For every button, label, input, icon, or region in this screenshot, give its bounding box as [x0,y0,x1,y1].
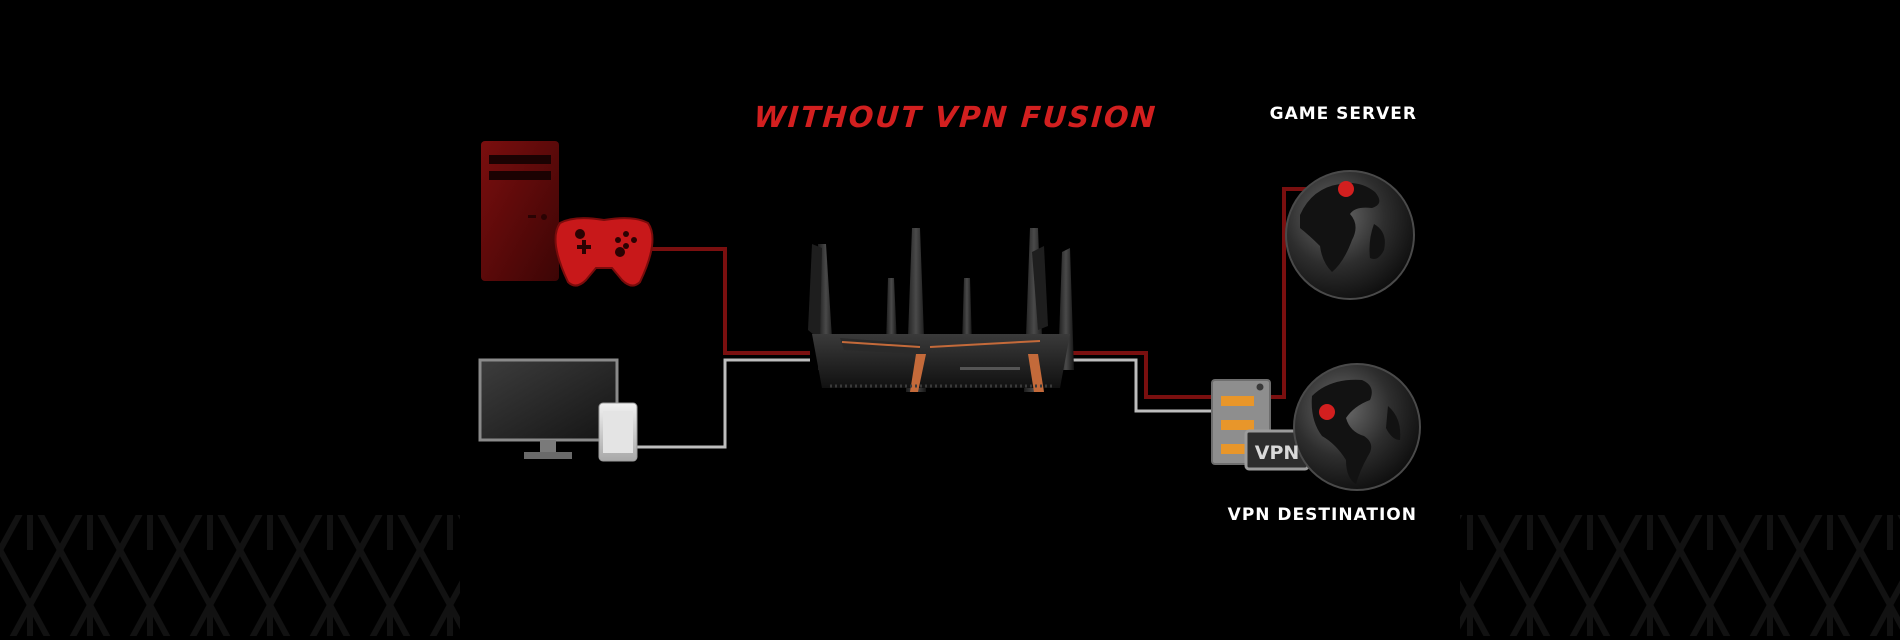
white-line-devices-to-router [636,358,810,449]
diagram-title: WITHOUT VPN FUSION [752,100,1159,134]
router-icon [808,228,1074,392]
smartphone-icon [598,402,638,462]
globe-icon [1293,363,1421,491]
game-controller-icon [554,217,654,287]
red-line-controller-to-router [640,247,810,355]
game-server-label: GAME SERVER [1269,104,1417,124]
background-pattern [0,515,1900,636]
globe-icon [1285,170,1415,300]
vpn-server-icon [1211,379,1310,471]
red-line-router-to-vpn [1068,351,1212,399]
white-line-router-to-vpn [1068,358,1212,413]
monitor-icon [478,358,619,459]
vpn-badge-label: VPN [1255,442,1300,464]
pc-tower-icon [481,141,559,281]
vpn-destination-label: VPN DESTINATION [1227,505,1417,525]
